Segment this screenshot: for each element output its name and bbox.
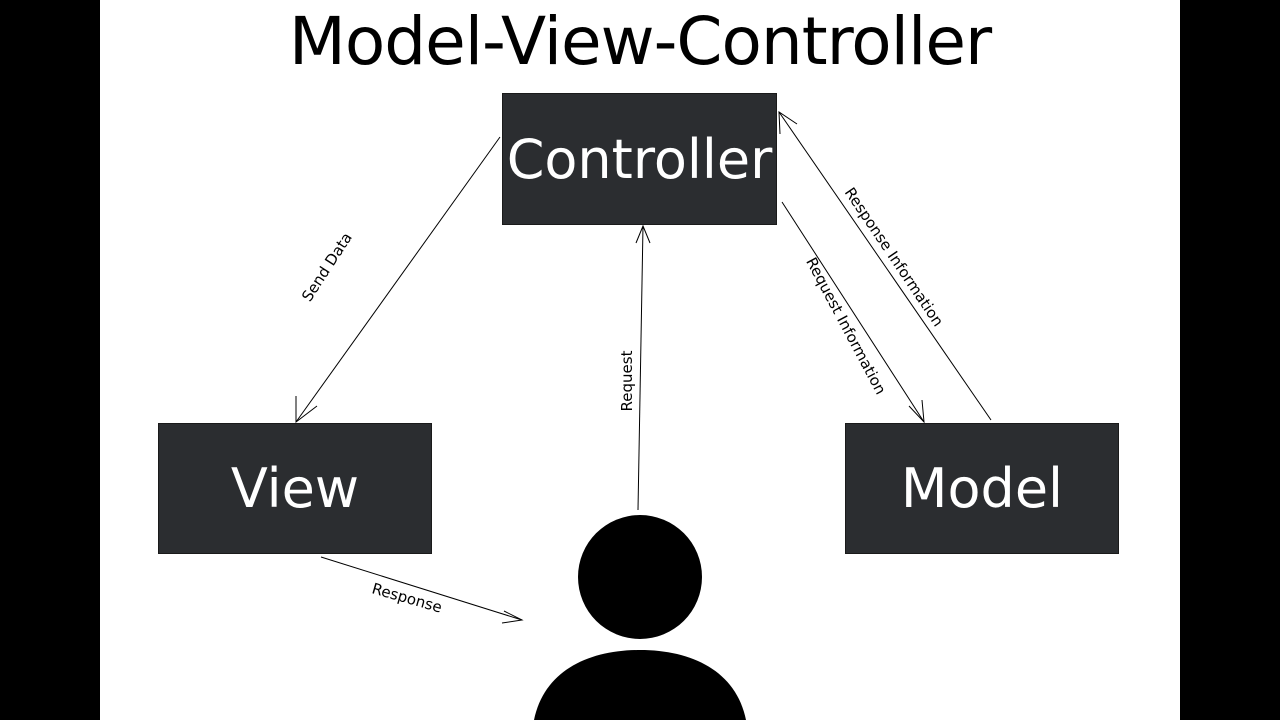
arrowhead-response-information xyxy=(778,111,798,135)
view-box: View xyxy=(158,423,432,554)
arrow-response xyxy=(320,556,523,621)
diagram-canvas: Model-View-Controller Controller View Mo… xyxy=(100,0,1180,720)
diagram-title: Model-View-Controller xyxy=(288,3,992,80)
arrow-layer xyxy=(295,111,992,720)
controller-box: Controller xyxy=(502,93,777,225)
edge-label-request: Request xyxy=(618,350,636,412)
arrow-request-information xyxy=(781,201,925,423)
arrow-request xyxy=(637,225,644,511)
user-icon xyxy=(534,515,746,720)
arrowhead-request xyxy=(635,224,651,244)
arrowhead-request-information xyxy=(908,399,925,424)
model-box: Model xyxy=(845,423,1119,554)
arrowhead-send-data xyxy=(295,396,318,424)
arrow-send-data xyxy=(295,136,501,423)
arrowhead-response xyxy=(501,610,524,624)
arrow-response-information xyxy=(778,111,992,421)
